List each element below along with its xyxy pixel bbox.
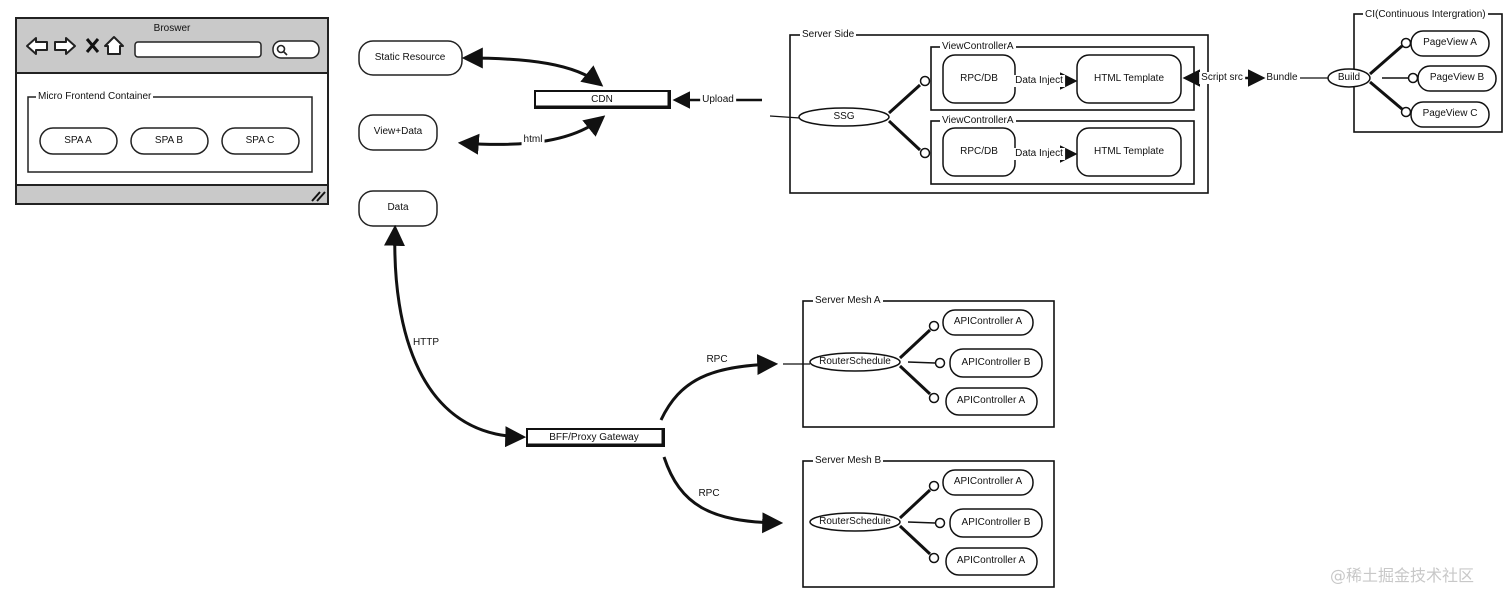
router-schedule-a <box>809 352 901 372</box>
build-label: Build <box>1337 72 1361 83</box>
search-icon <box>276 44 288 56</box>
gateway-label: BFF/Proxy Gateway <box>549 432 639 443</box>
router-schedule-b <box>809 512 901 532</box>
api-controller-b1-label: APIController A <box>953 476 1023 487</box>
spa-c-label: SPA C <box>245 135 275 146</box>
static-resource-label: Static Resource <box>374 52 446 63</box>
ci-title: CI(Continuous Intergration) <box>1363 9 1488 21</box>
spa-a-label: SPA A <box>64 135 92 146</box>
spa-b-label: SPA B <box>154 135 184 146</box>
server-mesh-b-frame <box>802 460 1055 588</box>
api-controller-b3 <box>945 547 1038 576</box>
http-label: HTTP <box>412 337 440 348</box>
api-controller-a3-label: APIController A <box>956 395 1026 406</box>
data-inject-label-2: Data Inject <box>1013 148 1065 160</box>
rpc-db-label-2: RPC/DB <box>960 146 998 157</box>
watermark: @稀土掘金技术社区 <box>1330 566 1475 585</box>
spa-c-pill[interactable] <box>221 127 300 155</box>
api-controller-b1 <box>942 469 1034 496</box>
cdn-label: CDN <box>591 94 613 105</box>
viewdata-cdn-edge <box>457 115 606 155</box>
api-controller-a1-label: APIController A <box>953 316 1023 327</box>
view-controller-title-1: ViewControllerA <box>940 41 1016 53</box>
server-side-frame <box>789 34 1209 194</box>
back-arrow-icon[interactable] <box>26 37 48 55</box>
script-src-label: Script src <box>1199 72 1245 84</box>
html-template-label-1: HTML Template <box>1093 73 1165 84</box>
pageview-b-label: PageView B <box>1429 72 1485 83</box>
api-controller-b2 <box>949 508 1043 538</box>
server-mesh-a-title: Server Mesh A <box>813 295 883 307</box>
server-side-title: Server Side <box>800 29 857 41</box>
micro-frontend-container <box>27 96 313 173</box>
view-controller-title-2: ViewControllerA <box>940 115 1016 127</box>
bundle-label: Bundle <box>1266 72 1298 83</box>
http-edge <box>384 224 527 448</box>
api-controller-a2 <box>949 348 1043 378</box>
view-data-label: View+Data <box>373 126 423 137</box>
rpc-db-label-1: RPC/DB <box>960 73 998 84</box>
view-data-node <box>358 114 438 151</box>
pageview-a-label: PageView A <box>1423 37 1477 48</box>
close-icon[interactable] <box>85 38 100 53</box>
vc2-port <box>919 147 931 159</box>
browser-title: Broswer <box>153 23 191 34</box>
search-box[interactable] <box>272 40 320 59</box>
spa-b-pill[interactable] <box>130 127 209 155</box>
api-controller-a1 <box>942 309 1034 336</box>
router-schedule-b-label: RouterSchedule <box>819 516 891 527</box>
browser-window <box>15 17 329 205</box>
build-node <box>1327 68 1371 88</box>
html-template-label-2: HTML Template <box>1093 146 1165 157</box>
address-bar[interactable] <box>134 41 262 58</box>
pageview-c-node <box>1410 101 1490 128</box>
ssg-node <box>798 107 890 127</box>
upload-label: Upload <box>700 94 736 106</box>
vc1-port <box>919 75 931 87</box>
api-controller-b2-label: APIController B <box>961 517 1031 528</box>
html-edge-label: html <box>521 134 545 146</box>
pageview-b-node <box>1417 65 1497 92</box>
spa-a-pill[interactable] <box>39 127 118 155</box>
api-controller-a3 <box>945 387 1038 416</box>
data-inject-label-1: Data Inject <box>1013 75 1065 87</box>
rpc-label-a: RPC <box>706 354 728 365</box>
pageview-a-node <box>1410 30 1490 57</box>
server-mesh-b-title: Server Mesh B <box>813 455 884 467</box>
static-cdn-edge <box>461 47 604 87</box>
rpc-edge-a <box>659 354 779 421</box>
ssg-label: SSG <box>833 111 855 122</box>
pageview-c-label: PageView C <box>1422 108 1478 119</box>
rpc-edge-b <box>662 456 784 534</box>
data-label: Data <box>387 202 409 213</box>
api-controller-a2-label: APIController B <box>961 357 1031 368</box>
view-controller-frame-2 <box>930 120 1195 185</box>
router-schedule-a-label: RouterSchedule <box>819 356 891 367</box>
micro-frontend-container-title: Micro Frontend Container <box>36 91 154 103</box>
resize-grip-icon[interactable] <box>311 191 326 202</box>
api-controller-b3-label: APIController A <box>956 555 1026 566</box>
home-icon[interactable] <box>104 36 124 55</box>
rpc-label-b: RPC <box>698 488 720 499</box>
forward-arrow-icon[interactable] <box>54 37 76 55</box>
